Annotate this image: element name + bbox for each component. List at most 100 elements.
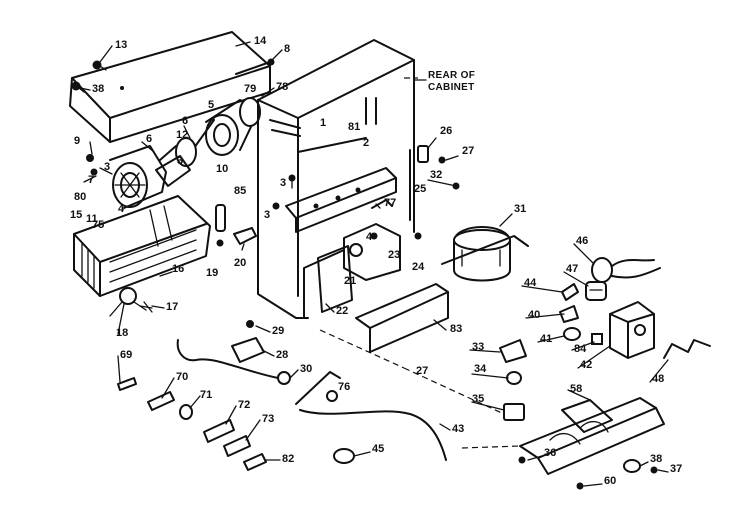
screw-3-a (288, 174, 296, 189)
callout-label: 20 (234, 257, 246, 269)
callout-label: 3 (177, 155, 183, 167)
callout-label: 6 (146, 133, 152, 145)
screw-36 (518, 456, 526, 464)
callout-label: 22 (336, 305, 348, 317)
part-33 (499, 339, 527, 363)
callout-label: 10 (216, 163, 228, 175)
cabinet-caption-line1: REAR OF (428, 70, 475, 81)
callout-label: 26 (440, 125, 452, 137)
screw-7 (90, 168, 98, 176)
screw-3-b (272, 202, 280, 210)
mounting-rail (285, 167, 397, 233)
fan-motor-assembly (155, 97, 261, 187)
top-cover-panel (69, 31, 271, 143)
clip-44 (561, 283, 579, 301)
callout-label: 83 (450, 323, 462, 335)
fitting-72 (203, 419, 235, 443)
fitting-70 (147, 391, 175, 411)
screw-8 (235, 58, 275, 75)
callout-label: 3 (104, 161, 110, 173)
callout-label: 72 (238, 399, 250, 411)
callout-label: 15 (70, 209, 82, 221)
cabinet-rear-panel (257, 39, 415, 319)
callout-label: 14 (254, 35, 267, 47)
screw-24 (414, 232, 422, 240)
screw-60 (576, 482, 584, 490)
callout-label: 13 (115, 39, 127, 51)
callout-label: 76 (338, 381, 350, 393)
callout-label: 73 (262, 413, 274, 425)
clip-26 (417, 145, 429, 163)
callout-label: 69 (120, 349, 132, 361)
callout-label: 44 (524, 277, 537, 289)
screw-9 (86, 154, 94, 162)
screw-19 (216, 239, 224, 247)
evaporator-coil (73, 195, 211, 297)
part-34 (506, 371, 522, 385)
callout-label: 60 (604, 475, 616, 487)
callout-label: 27 (416, 365, 428, 377)
grille-83 (355, 283, 449, 353)
condenser (519, 397, 665, 475)
callout-label: 4 (366, 231, 373, 243)
callout-label: 70 (176, 371, 188, 383)
callout-label: 27 (462, 145, 474, 157)
callout-label: 3 (280, 177, 286, 189)
callout-label: 80 (74, 191, 86, 203)
fan-shroud (109, 145, 167, 209)
leader-lines (79, 41, 669, 487)
wire-48 (663, 339, 711, 359)
callout-label: 40 (528, 309, 540, 321)
condenser-fan-motor (591, 257, 661, 283)
callout-label: 32 (430, 169, 442, 181)
callout-label: 41 (540, 333, 552, 345)
screw-23 (370, 232, 378, 240)
relay-bracket (343, 223, 401, 281)
callout-label: 24 (412, 261, 425, 273)
callout-label: 5 (208, 99, 214, 111)
callout-label: 8 (284, 43, 290, 55)
callout-label: 78 (276, 81, 288, 93)
screw-37 (650, 466, 658, 474)
bracket-85 (215, 204, 226, 232)
defrost-heater (109, 287, 153, 317)
relay-41 (563, 327, 581, 341)
callout-label: 35 (472, 393, 484, 405)
callout-label: 82 (282, 453, 294, 465)
callout-label: 28 (276, 349, 288, 361)
callout-label: 12 (176, 129, 188, 141)
callout-label: 36 (544, 447, 556, 459)
callout-label: 4 (118, 203, 125, 215)
compressor (453, 226, 511, 282)
callout-label: 19 (206, 267, 218, 279)
callout-label: 48 (652, 373, 664, 385)
callout-label: 46 (576, 235, 588, 247)
callout-label: 3 (264, 209, 270, 221)
foot-38 (623, 459, 641, 473)
callout-label: 45 (372, 443, 384, 455)
screw-13 (92, 60, 107, 71)
harness-30 (176, 339, 291, 385)
fitting-71 (179, 404, 193, 420)
callout-label: 37 (670, 463, 682, 475)
thermostat-20 (233, 227, 257, 251)
callout-label: 29 (272, 325, 284, 337)
bracket-40 (559, 305, 579, 323)
callout-label: 21 (344, 275, 356, 287)
callout-label: 25 (414, 183, 426, 195)
callout-label: 81 (348, 121, 360, 133)
fitting-73 (223, 435, 251, 457)
fitting-82 (243, 453, 267, 471)
capacitor-47 (585, 281, 607, 301)
callout-label: 43 (452, 423, 464, 435)
callout-label: 42 (580, 359, 592, 371)
screw-29 (246, 320, 254, 328)
compressor-bracket (441, 235, 529, 265)
tubing-43 (295, 371, 447, 461)
drain-bracket (317, 245, 353, 313)
callout-label: 9 (74, 135, 80, 147)
callout-label: 23 (388, 249, 400, 261)
fan-blade (112, 162, 148, 208)
bracket-84 (591, 333, 603, 345)
callout-label: 16 (172, 263, 184, 275)
